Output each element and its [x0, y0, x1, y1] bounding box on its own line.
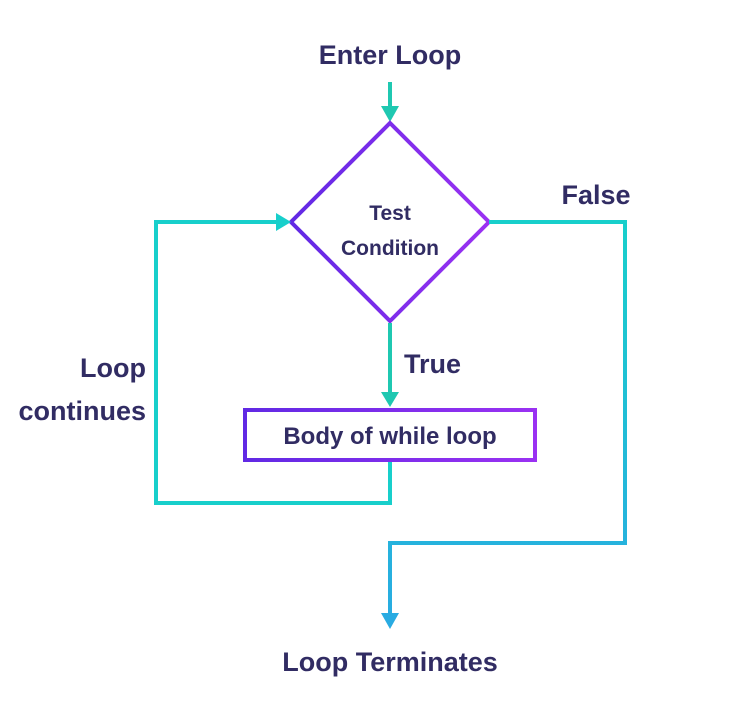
false-exit-line: [388, 220, 627, 614]
loop-continues-line2: continues: [18, 396, 146, 426]
true-branch-label: True: [404, 349, 462, 379]
body-rectangle: [243, 408, 537, 462]
false-branch-label: False: [561, 180, 631, 210]
loop-continues-label: Loop continues: [0, 347, 146, 433]
loop-continues-line1: Loop: [80, 353, 146, 383]
loop-back-line: [154, 220, 392, 505]
enter-arrowhead-icon: [381, 106, 399, 122]
test-condition-label: Test Condition: [290, 196, 490, 266]
condition-diamond: [288, 120, 492, 324]
exit-arrowhead-icon: [381, 613, 399, 629]
true-arrowhead-icon: [381, 392, 399, 407]
test-condition-line2: Condition: [341, 237, 439, 260]
loop-terminates-label: Loop Terminates: [282, 647, 498, 677]
loop-back-arrowhead-icon: [276, 213, 291, 231]
enter-loop-label: Enter Loop: [318, 40, 462, 70]
body-of-while-loop-label: Body of while loop: [283, 423, 497, 450]
test-condition-line1: Test: [369, 202, 411, 225]
